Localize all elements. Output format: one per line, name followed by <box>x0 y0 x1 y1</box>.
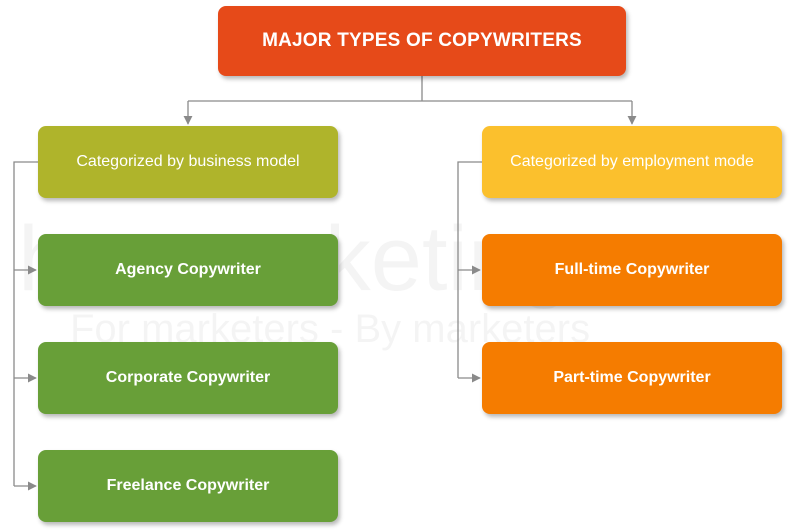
category-node-employment-mode: Categorized by employment mode <box>482 126 782 198</box>
leaf-node-part-time-copywriter: Part-time Copywriter <box>482 342 782 414</box>
category-node-business-model: Categorized by business model <box>38 126 338 198</box>
root-node-label: MAJOR TYPES OF COPYWRITERS <box>262 30 582 51</box>
leaf-node-freelance-copywriter: Freelance Copywriter <box>38 450 338 522</box>
leaf-label: Freelance Copywriter <box>106 477 270 494</box>
category-label: Categorized by business model <box>76 153 300 170</box>
leaf-node-full-time-copywriter: Full-time Copywriter <box>482 234 782 306</box>
root-node-title: MAJOR TYPES OF COPYWRITERS <box>218 6 626 76</box>
connector-business-spine <box>13 161 38 486</box>
connector-employment-spine <box>457 161 482 378</box>
leaf-label: Part-time Copywriter <box>553 369 711 386</box>
leaf-label: Corporate Copywriter <box>105 369 271 386</box>
category-label: Categorized by employment mode <box>510 153 754 170</box>
leaf-label: Agency Copywriter <box>115 261 261 278</box>
leaf-node-agency-copywriter: Agency Copywriter <box>38 234 338 306</box>
leaf-node-corporate-copywriter: Corporate Copywriter <box>38 342 338 414</box>
leaf-label: Full-time Copywriter <box>554 261 710 278</box>
